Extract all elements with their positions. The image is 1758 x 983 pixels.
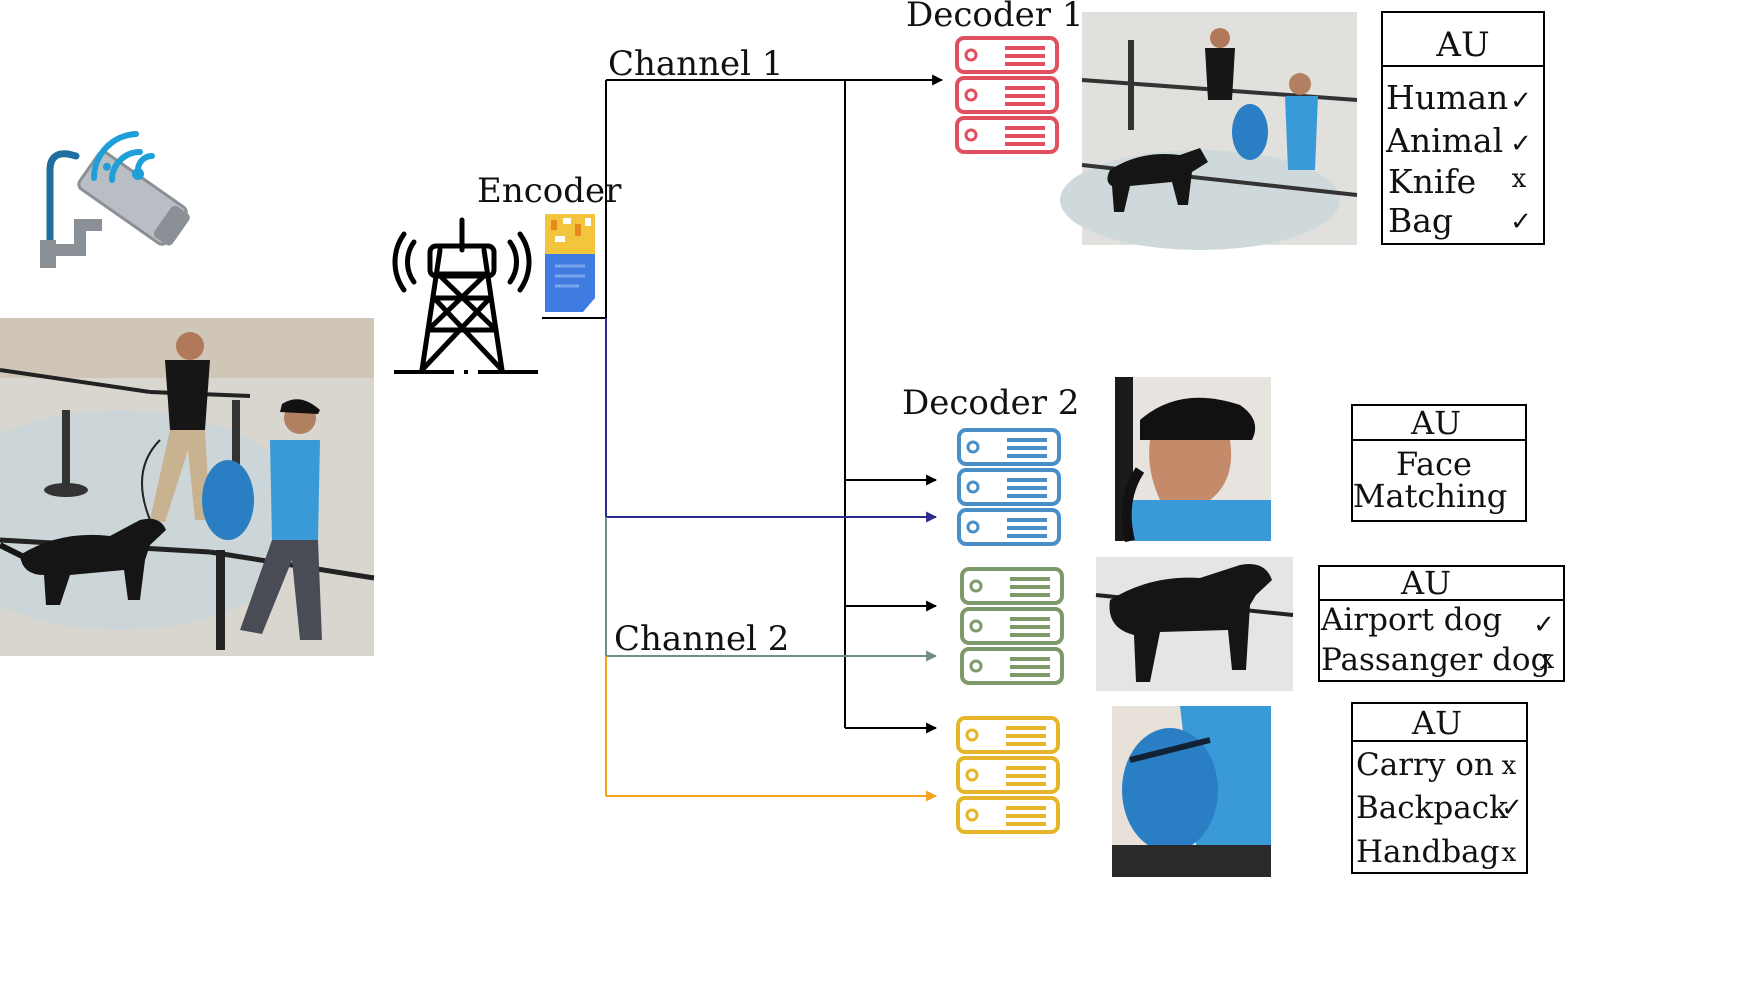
au-row-label: Passanger dog <box>1321 642 1550 678</box>
au-row-mark: ✓ <box>1510 207 1532 237</box>
backpack-crop-photo <box>1112 706 1271 877</box>
au-table-face: AU Face Matching <box>1352 404 1526 521</box>
decoder-1-label: Decoder 1 <box>906 0 1083 35</box>
channel-2-label: Channel 2 <box>614 619 789 659</box>
decoder-2-dog-server-icon <box>962 569 1062 683</box>
au-row-label: Knife <box>1388 162 1476 201</box>
airport-scene-photo <box>0 318 374 656</box>
dog-crop-photo <box>1096 557 1293 691</box>
au-row-label: Backpack <box>1356 790 1508 826</box>
decoder-1-server-icon <box>957 38 1057 152</box>
au-row-mark: x <box>1512 164 1527 194</box>
au-table-4-title: AU <box>1411 704 1462 742</box>
scene-crop-photo <box>1060 12 1357 250</box>
decoder-2-face-server-icon <box>959 430 1059 544</box>
au-row-mark: x <box>1502 751 1517 781</box>
au-row-mark: ✓ <box>1510 86 1532 116</box>
au-table-1-title: AU <box>1435 25 1489 65</box>
au-table-bag: AU Carry on x Backpack ✓ Handbag x <box>1352 703 1527 873</box>
au-row-mark: ✓ <box>1533 610 1555 640</box>
decoder-2-bag-server-icon <box>958 718 1058 832</box>
au-table-decoder-1: AU Human ✓ Animal ✓ Knife x Bag ✓ <box>1382 12 1544 244</box>
au-row-mark: ✓ <box>1501 793 1523 823</box>
au-face-line-2: Matching <box>1353 477 1508 515</box>
au-row-label: Bag <box>1388 201 1453 240</box>
au-row-mark: x <box>1540 645 1555 675</box>
encoder-document-icon <box>545 214 595 312</box>
au-table-2-title: AU <box>1410 404 1461 442</box>
au-row-label: Carry on <box>1356 747 1494 783</box>
cell-tower-icon <box>394 220 540 372</box>
au-row-label: Human <box>1386 78 1508 117</box>
au-row-mark: x <box>1502 838 1517 868</box>
au-table-3-title: AU <box>1400 564 1451 602</box>
face-crop-photo <box>1115 377 1271 541</box>
encoder-label: Encoder <box>477 171 622 211</box>
au-table-dog: AU Airport dog ✓ Passanger dog x <box>1319 564 1564 681</box>
au-row-label: Animal <box>1385 121 1503 160</box>
security-camera-icon <box>40 134 193 268</box>
au-row-mark: ✓ <box>1510 129 1532 159</box>
au-row-label: Handbag <box>1356 834 1500 870</box>
decoder-2-label: Decoder 2 <box>902 383 1079 423</box>
channel-1-label: Channel 1 <box>608 44 783 84</box>
au-row-label: Airport dog <box>1320 602 1502 638</box>
